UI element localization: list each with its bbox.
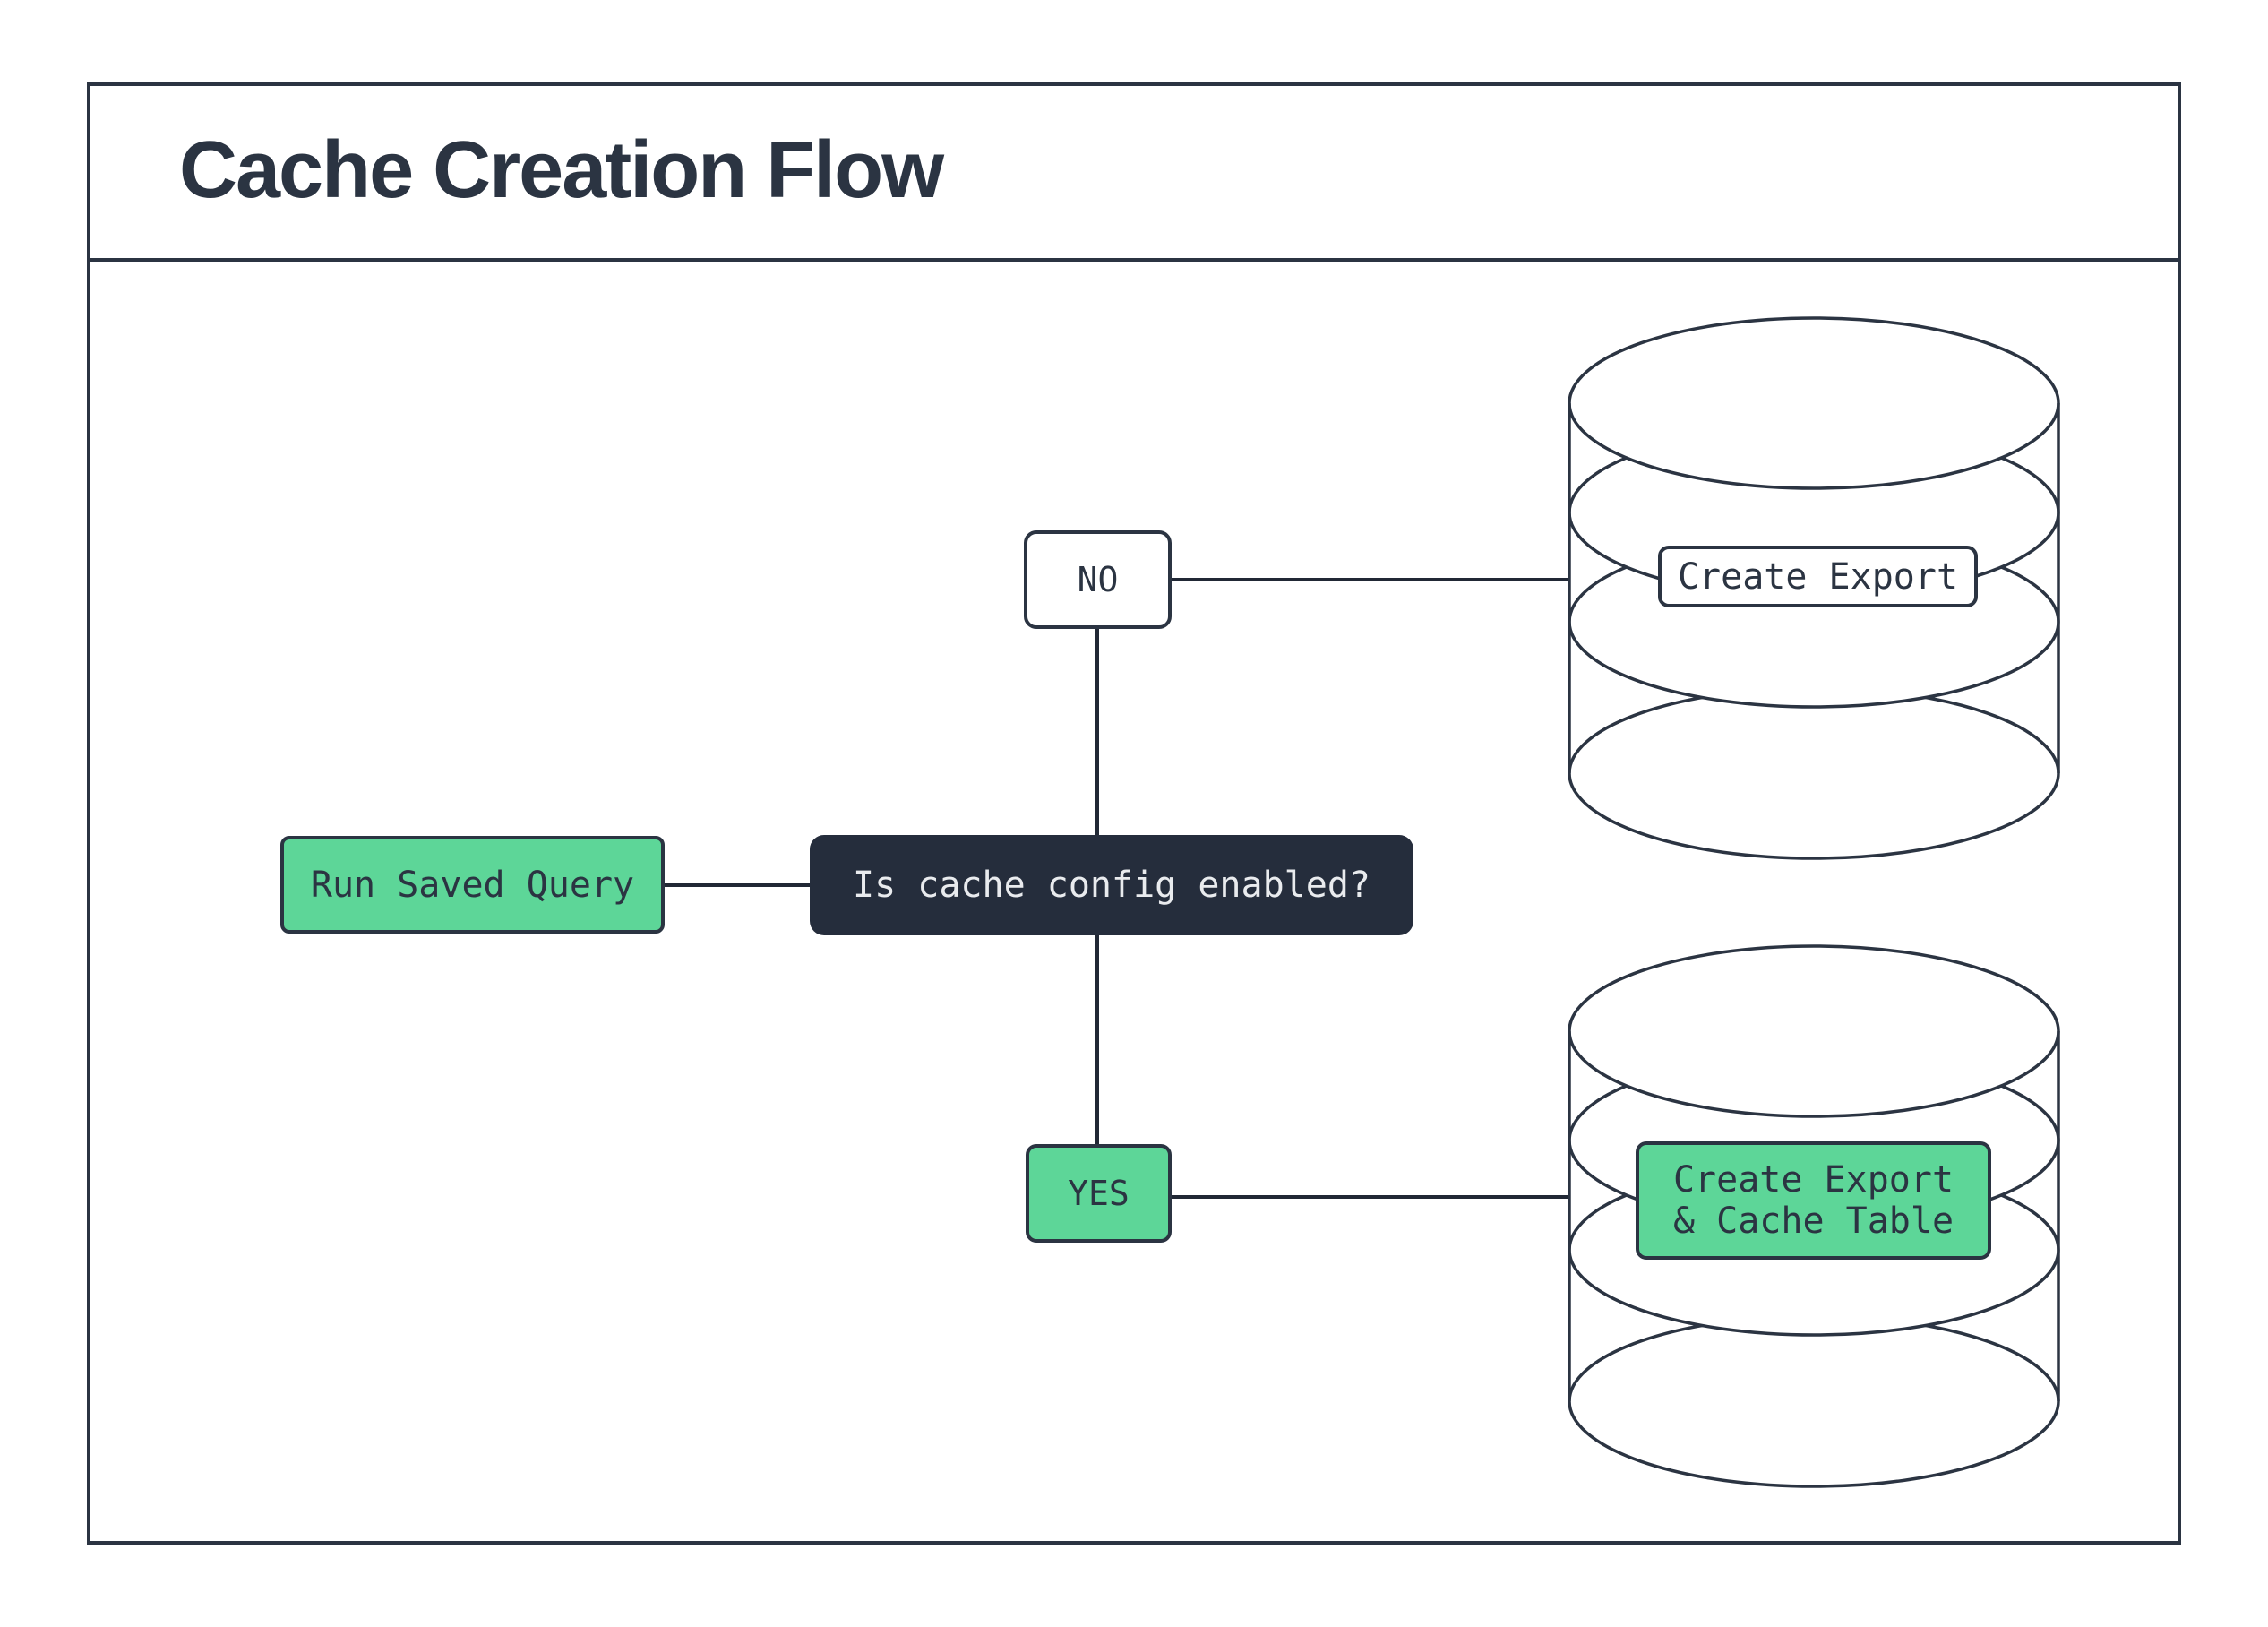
title-bar: Cache Creation Flow (87, 82, 2181, 262)
node-create-export: Create Export (1658, 546, 1978, 607)
node-create-export-cache-table: Create Export & Cache Table (1636, 1141, 1991, 1260)
node-run-saved-query: Run Saved Query (280, 836, 665, 934)
node-create-export-cache-table-line1: Create Export (1672, 1158, 1954, 1201)
node-branch-yes: YES (1026, 1144, 1172, 1243)
connector-lines (665, 578, 1569, 1199)
page-title: Cache Creation Flow (179, 125, 944, 215)
node-decision-cache-config: Is cache config enabled? (810, 835, 1413, 935)
node-create-export-cache-table-line2: & Cache Table (1672, 1201, 1954, 1242)
node-branch-no: NO (1024, 530, 1172, 629)
